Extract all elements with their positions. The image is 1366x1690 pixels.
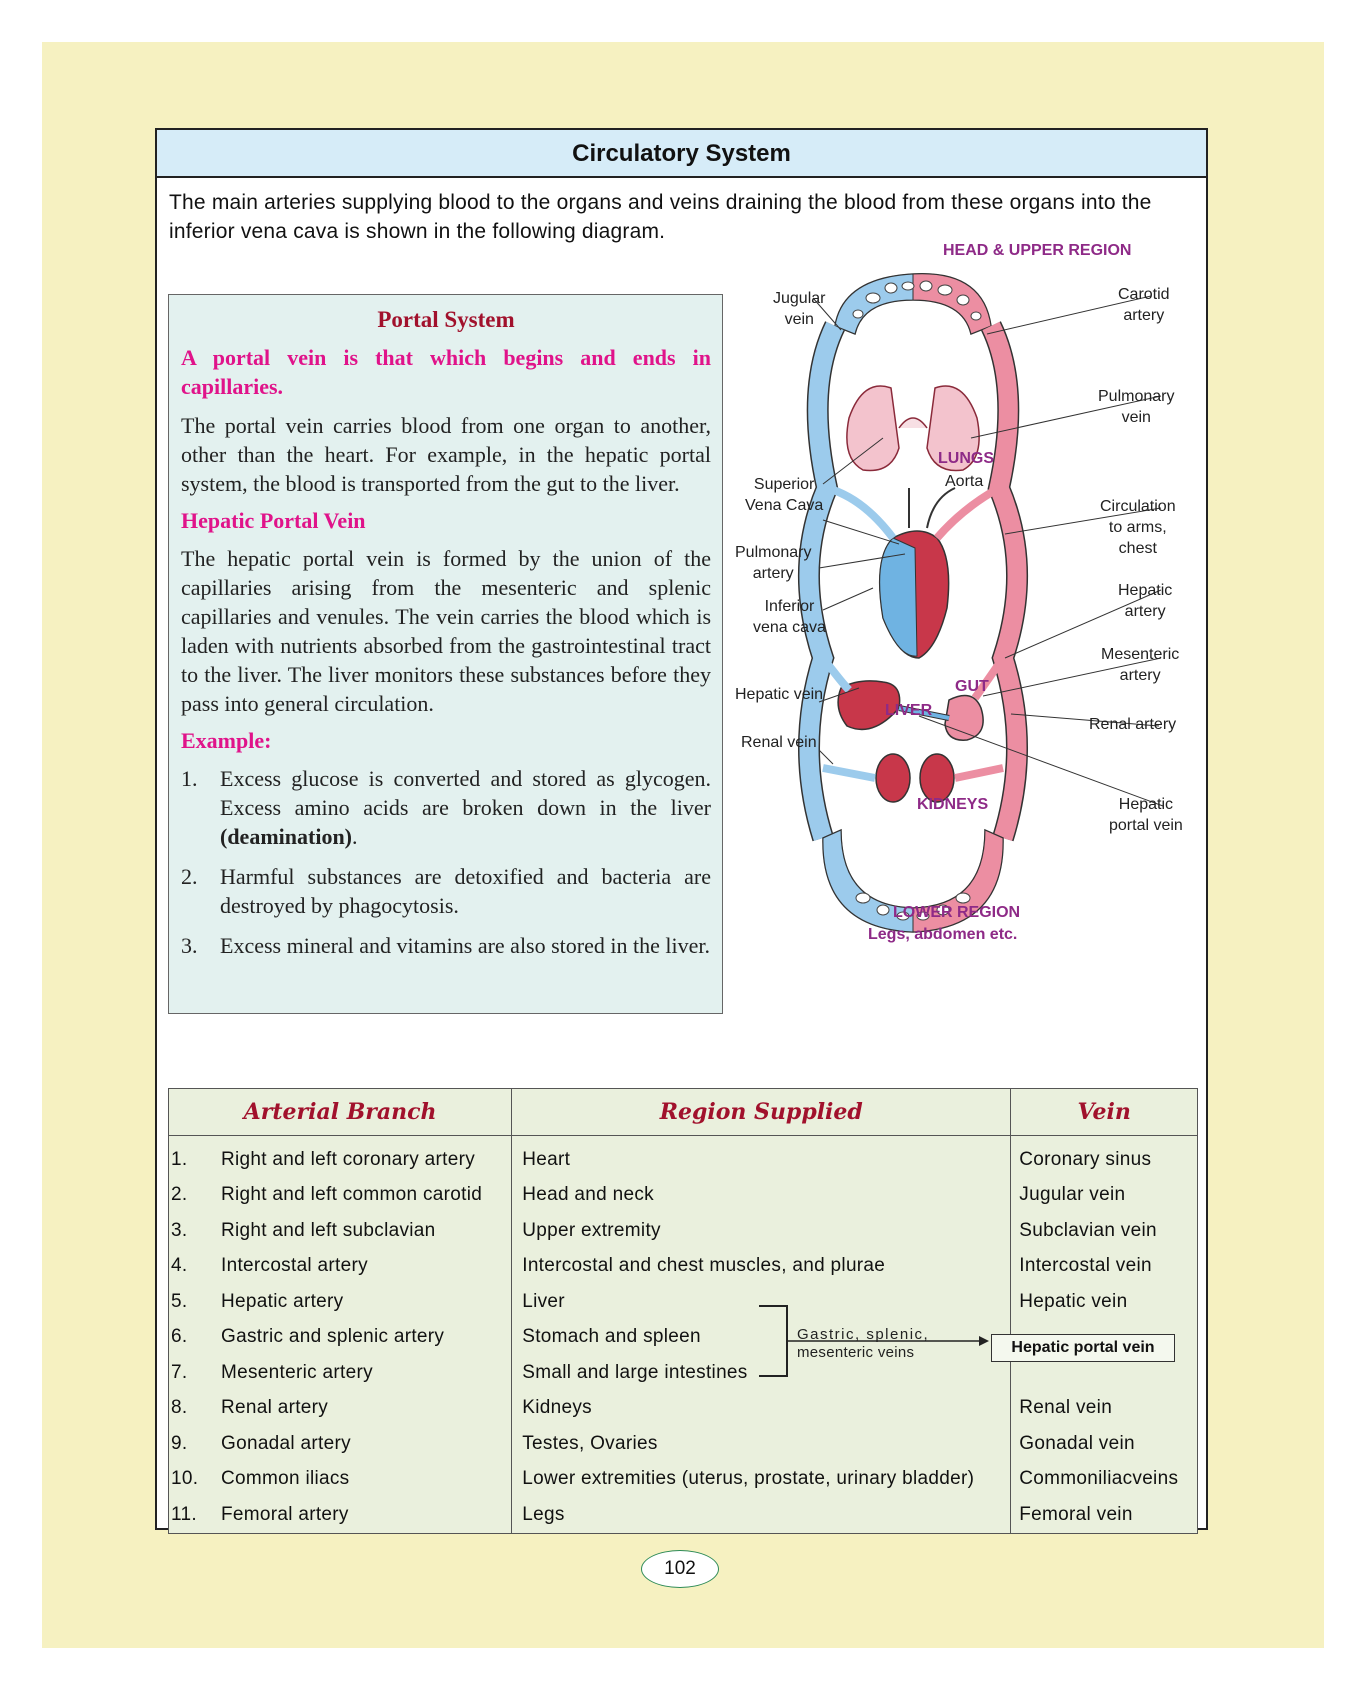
head-region-label: HEAD & UPPER REGION	[943, 242, 1132, 259]
portal-title: Portal System	[377, 307, 515, 332]
example-heading: Example:	[181, 728, 272, 753]
jugular-vein-label: Jugular	[773, 290, 826, 307]
column-header: Region Supplied	[511, 1088, 1012, 1136]
liver-label: LIVER	[885, 702, 933, 719]
example-list: 1.Excess glucose is converted and stored…	[181, 764, 711, 960]
intro-paragraph: The main arteries supplying blood to the…	[169, 191, 1152, 243]
renal-artery-label: Renal artery	[1089, 716, 1177, 733]
content-frame: Circulatory System The main arteries sup…	[155, 128, 1208, 1534]
page-title: Circulatory System	[157, 130, 1206, 178]
carotid-artery-label: Carotid	[1118, 286, 1170, 303]
pulmonary-vein-label: Pulmonary	[1098, 388, 1175, 405]
gut-label: GUT	[955, 678, 989, 695]
lower-region-sub-label: Legs, abdomen etc.	[868, 926, 1018, 943]
portal-paragraph-2: The hepatic portal vein is formed by the…	[181, 546, 711, 716]
lower-region-label: LOWER REGION	[893, 904, 1021, 921]
superior-vena-cava-label: Superior	[753, 476, 815, 493]
circulation-illustration	[798, 273, 1164, 933]
list-item: 2.Harmful substances are detoxified and …	[181, 864, 711, 918]
hepatic-artery-label: Hepatic	[1118, 582, 1173, 599]
renal-vein-label: Renal vein	[741, 734, 817, 751]
pulmonary-artery-label: Pulmonary	[735, 544, 812, 561]
hepatic-vein-label: Hepatic vein	[735, 686, 824, 703]
inferior-vena-cava-label: Inferior	[764, 598, 815, 615]
arterial-table: Arterial Branch Region Supplied Vein 1.R…	[167, 1088, 1198, 1534]
hepatic-portal-heading: Hepatic Portal Vein	[181, 508, 366, 533]
portal-paragraph-1: The portal vein carries blood from one o…	[181, 413, 711, 496]
portal-bracket-arrow	[759, 1305, 989, 1377]
mesenteric-artery-label: Mesenteric	[1101, 646, 1180, 663]
portal-definition: A portal vein is that which begins and e…	[181, 345, 711, 399]
circulation-arms-label: Circulation	[1100, 498, 1176, 515]
list-item: 1.Excess glucose is converted and stored…	[181, 766, 711, 849]
aorta-label: Aorta	[945, 473, 984, 490]
hepatic-portal-vein-label: Hepatic	[1118, 796, 1174, 813]
bracket-note-1: Gastric, splenic,	[797, 1326, 930, 1343]
page-number: 102	[641, 1550, 719, 1588]
column-header: Vein	[1010, 1088, 1198, 1136]
lungs-label: LUNGS	[938, 450, 994, 467]
column-header: Arterial Branch	[167, 1088, 513, 1136]
list-item: 3.Excess mineral and vitamins are also s…	[181, 933, 710, 958]
bracket-note-2: mesenteric veins	[797, 1344, 915, 1361]
hepatic-portal-vein-box: Hepatic portal vein	[991, 1334, 1175, 1362]
portal-system-box: Portal System A portal vein is that whic…	[168, 294, 723, 1014]
kidneys-label: KIDNEYS	[917, 796, 989, 813]
